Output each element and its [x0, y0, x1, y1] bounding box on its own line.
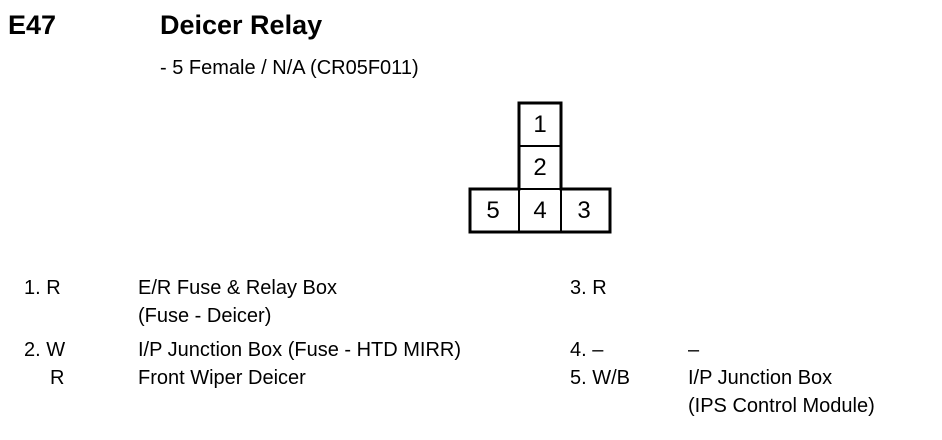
pin-2b-desc-line-1: Front Wiper Deicer	[138, 367, 306, 389]
connector-subtitle: - 5 Female / N/A (CR05F011)	[160, 57, 419, 79]
pin-2-label: 2. W	[24, 339, 66, 361]
pin-5-desc-line-2: (IPS Control Module)	[688, 395, 875, 417]
pin-3-label: 3. R	[570, 277, 607, 299]
component-title: Deicer Relay	[160, 10, 323, 40]
pin-1-desc-line-1: E/R Fuse & Relay Box	[138, 277, 337, 299]
connector-outline-path	[468, 101, 612, 234]
pin-5-desc-line-1: I/P Junction Box	[688, 367, 833, 389]
pin-cell-2: 2	[533, 154, 547, 181]
pin-cell-5: 5	[486, 197, 500, 224]
pin-4-label: 4. –	[570, 339, 604, 361]
pin-cell-3: 3	[577, 197, 591, 224]
pin-cell-4: 4	[533, 197, 547, 224]
pin-5-label: 5. W/B	[570, 367, 631, 389]
connector-code: E47	[8, 10, 57, 40]
pin-2b-label: R	[50, 367, 65, 389]
pin-cell-1: 1	[533, 111, 547, 138]
pin-2-desc-line-1: I/P Junction Box (Fuse - HTD MIRR)	[138, 339, 462, 361]
pin-4-desc-line-1: –	[688, 339, 700, 361]
pin-1-label: 1. R	[24, 277, 61, 299]
pin-1-desc-line-2: (Fuse - Deicer)	[138, 305, 272, 327]
